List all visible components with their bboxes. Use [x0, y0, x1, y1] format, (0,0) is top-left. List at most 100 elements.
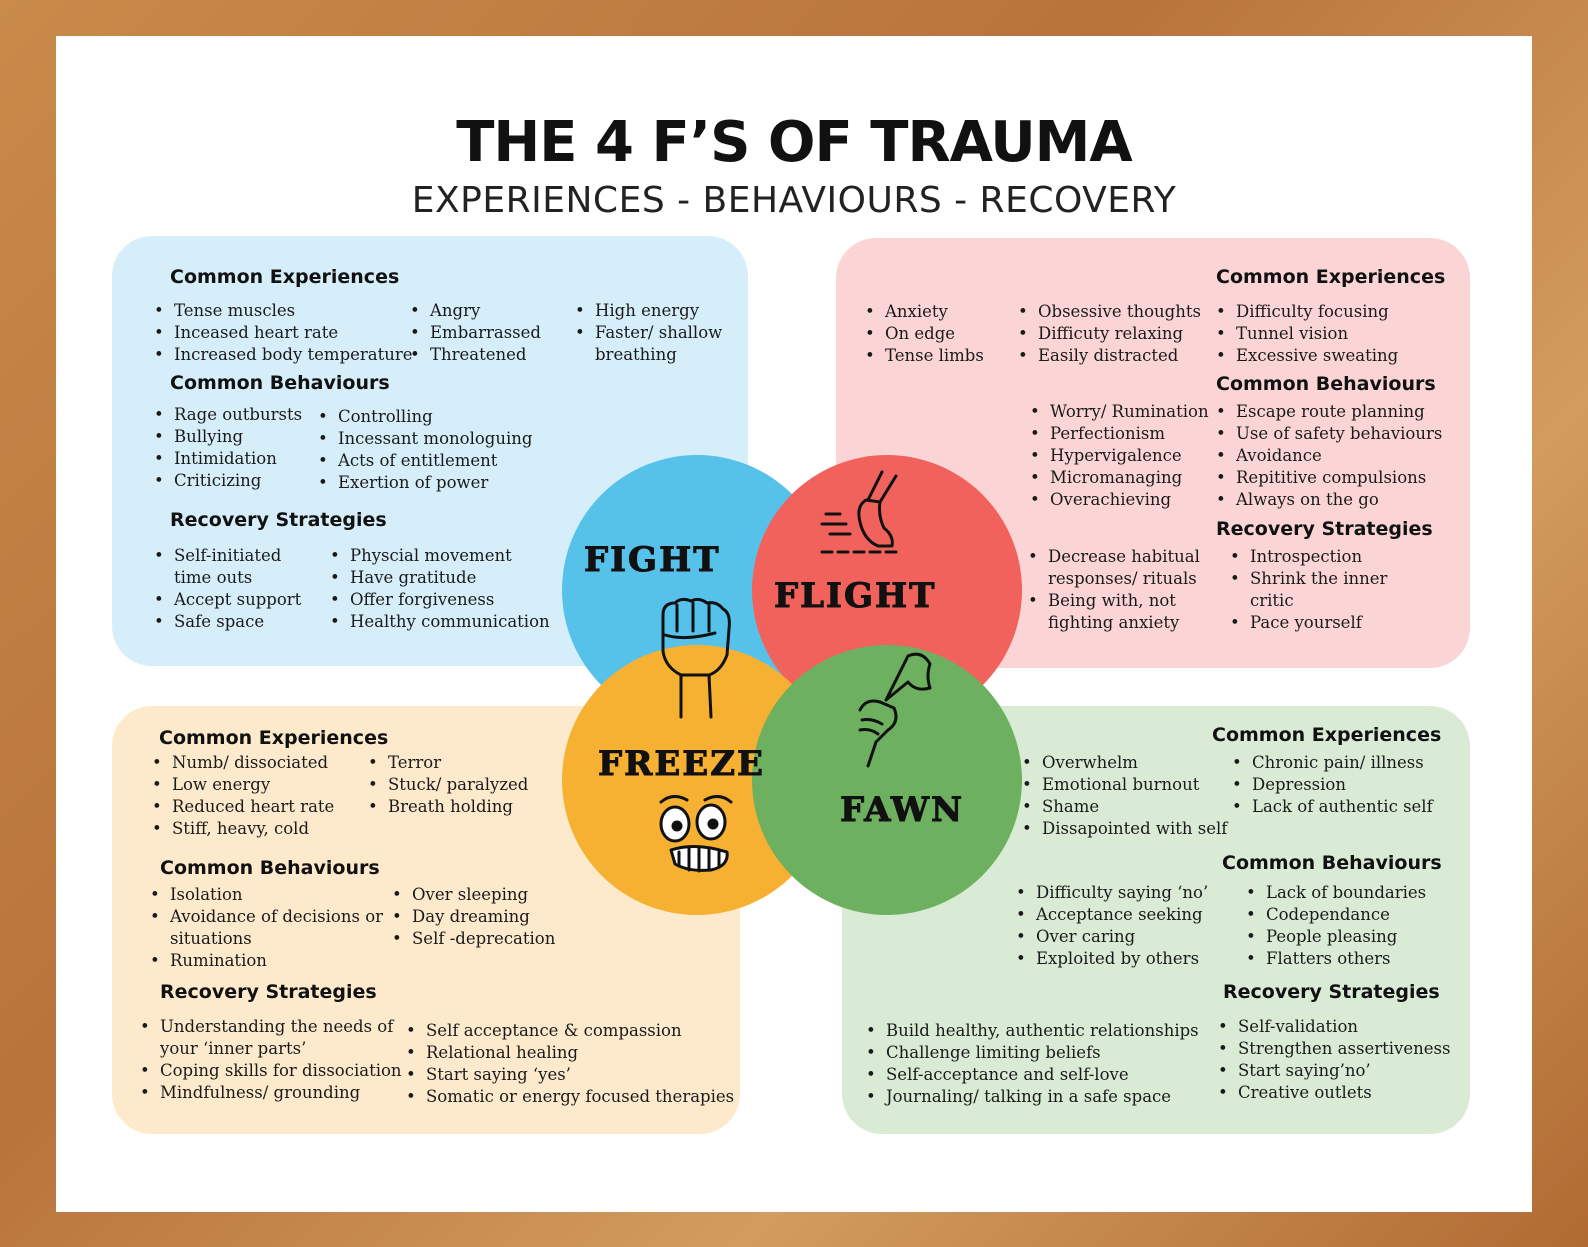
waving-flag-hand-icon	[858, 652, 932, 768]
list-item: Threatened	[410, 344, 541, 366]
list-item: Always on the go	[1216, 489, 1442, 511]
fawn-recovery-col-2: Self-validationStrengthen assertivenessS…	[1218, 1016, 1450, 1104]
list-item: Controlling	[318, 406, 532, 428]
list-item: Challenge limiting beliefs	[866, 1042, 1199, 1064]
fawn-experiences-col-1: OverwhelmEmotional burnoutShameDissapoin…	[1022, 752, 1227, 840]
fawn-circle	[752, 645, 1022, 915]
list-item: Escape route planning	[1216, 401, 1442, 423]
list-item: Accept support	[154, 589, 301, 611]
list-item: Angry	[410, 300, 541, 322]
list-item: Use of safety behaviours	[1216, 423, 1442, 445]
fight-experiences-heading: Common Experiences	[170, 266, 400, 288]
list-item: Somatic or energy focused therapies	[406, 1086, 734, 1108]
list-item: Physcial movement	[330, 545, 550, 567]
fight-behaviours-col-1: Rage outburstsBullyingIntimidationCritic…	[154, 404, 302, 492]
fawn-experiences-heading: Common Experiences	[1212, 724, 1442, 746]
flight-behaviours-col-2: Escape route planningUse of safety behav…	[1216, 401, 1442, 511]
list-item: Strengthen assertiveness	[1218, 1038, 1450, 1060]
list-item: Increased body temperature	[154, 344, 413, 366]
list-item: Embarrassed	[410, 322, 541, 344]
fawn-behaviours-heading: Common Behaviours	[1222, 852, 1442, 874]
fawn-experiences-col-2: Chronic pain/ illnessDepressionLack of a…	[1232, 752, 1433, 818]
page-subtitle: EXPERIENCES - BEHAVIOURS - RECOVERY	[411, 180, 1177, 221]
fawn-behaviours-col-2: Lack of boundariesCodependancePeople ple…	[1246, 882, 1426, 970]
list-item: Tense limbs	[865, 345, 984, 367]
freeze-recovery-col-2: Self acceptance & compassionRelational h…	[406, 1020, 734, 1108]
list-item: Numb/ dissociated	[152, 752, 334, 774]
list-item: Intimidation	[154, 448, 302, 470]
list-item: Day dreaming	[392, 906, 555, 928]
list-item: Journaling/ talking in a safe space	[866, 1086, 1199, 1108]
list-item: Micromanaging	[1030, 467, 1209, 489]
fight-behaviours-heading: Common Behaviours	[170, 372, 390, 394]
list-item: Rumination	[150, 950, 383, 972]
list-item: Self -deprecation	[392, 928, 555, 950]
list-item: Acts of entitlement	[318, 450, 532, 472]
page-title: THE 4 F’S OF TRAUMA	[456, 110, 1133, 175]
list-item: Over sleeping	[392, 884, 555, 906]
list-item: Introspection	[1230, 546, 1387, 568]
freeze-experiences-col-2: TerrorStuck/ paralyzedBreath holding	[368, 752, 528, 818]
list-item: Overwhelm	[1022, 752, 1227, 774]
list-item: Isolation	[150, 884, 383, 906]
flight-recovery-heading: Recovery Strategies	[1216, 518, 1433, 540]
list-item: Have gratitude	[330, 567, 550, 589]
list-item: Relational healing	[406, 1042, 734, 1064]
list-item: Tense muscles	[154, 300, 413, 322]
freeze-label: FREEZE	[598, 744, 765, 785]
list-item: Overachieving	[1030, 489, 1209, 511]
list-item: Shame	[1022, 796, 1227, 818]
list-item: Pace yourself	[1230, 612, 1387, 634]
flight-recovery-col-2: IntrospectionShrink the innercriticPace …	[1230, 546, 1387, 634]
list-item: Safe space	[154, 611, 301, 633]
list-item: Stuck/ paralyzed	[368, 774, 528, 796]
freeze-recovery-heading: Recovery Strategies	[160, 981, 377, 1003]
flight-behaviours-col-1: Worry/ RuminationPerfectionismHypervigal…	[1030, 401, 1209, 511]
list-item: On edge	[865, 323, 984, 345]
list-item: Healthy communication	[330, 611, 550, 633]
list-item: Lack of boundaries	[1246, 882, 1426, 904]
flight-experiences-col-1: AnxietyOn edgeTense limbs	[865, 301, 984, 367]
list-item: Difficulty saying ‘no’	[1016, 882, 1208, 904]
scared-face-icon	[659, 795, 733, 873]
list-item: Rage outbursts	[154, 404, 302, 426]
freeze-behaviours-col-1: IsolationAvoidance of decisions orsituat…	[150, 884, 383, 972]
list-item: Self-validation	[1218, 1016, 1450, 1038]
flight-behaviours-heading: Common Behaviours	[1216, 373, 1436, 395]
list-item: People pleasing	[1246, 926, 1426, 948]
list-item: Dissapointed with self	[1022, 818, 1227, 840]
list-item: Build healthy, authentic relationships	[866, 1020, 1199, 1042]
freeze-behaviours-col-2: Over sleepingDay dreamingSelf -deprecati…	[392, 884, 555, 950]
list-item: Exertion of power	[318, 472, 532, 494]
flight-experiences-col-2: Obsessive thoughtsDifficuty relaxingEasi…	[1018, 301, 1201, 367]
list-item: Worry/ Rumination	[1030, 401, 1209, 423]
list-item: Difficuty relaxing	[1018, 323, 1201, 345]
list-item: Reduced heart rate	[152, 796, 334, 818]
list-item: Self acceptance & compassion	[406, 1020, 734, 1042]
freeze-experiences-col-1: Numb/ dissociatedLow energyReduced heart…	[152, 752, 334, 840]
freeze-behaviours-heading: Common Behaviours	[160, 857, 380, 879]
list-item: Difficulty focusing	[1216, 301, 1398, 323]
fight-label: FIGHT	[584, 540, 721, 581]
flight-experiences-heading: Common Experiences	[1216, 266, 1446, 288]
fawn-label: FAWN	[839, 790, 965, 831]
list-item: Hypervigalence	[1030, 445, 1209, 467]
list-item: Acceptance seeking	[1016, 904, 1208, 926]
fight-experiences-col-2: AngryEmbarrassedThreatened	[410, 300, 541, 366]
list-item: Creative outlets	[1218, 1082, 1450, 1104]
list-item: Mindfulness/ grounding	[140, 1082, 402, 1104]
list-item: Obsessive thoughts	[1018, 301, 1201, 323]
list-item: Excessive sweating	[1216, 345, 1398, 367]
list-item: Over caring	[1016, 926, 1208, 948]
fight-recovery-col-2: Physcial movementHave gratitudeOffer for…	[330, 545, 550, 633]
raised-fist-icon	[661, 597, 731, 719]
fight-behaviours-col-2: ControllingIncessant monologuingActs of …	[318, 406, 532, 494]
list-item: Emotional burnout	[1022, 774, 1227, 796]
list-item: Flatters others	[1246, 948, 1426, 970]
